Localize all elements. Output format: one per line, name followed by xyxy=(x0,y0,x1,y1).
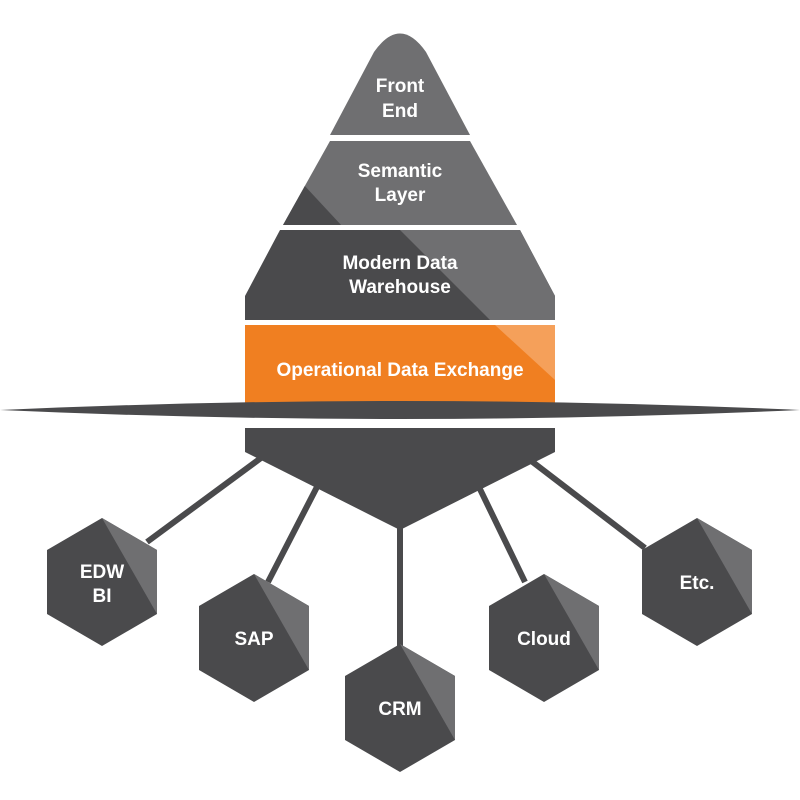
tier-modern-data-warehouse: Modern Data Warehouse xyxy=(245,230,555,320)
source-sap: SAP xyxy=(199,574,309,702)
tier-warehouse-line2: Warehouse xyxy=(349,277,451,298)
tier-ode-label: Operational Data Exchange xyxy=(276,360,523,381)
source-edw-bi: EDW BI xyxy=(47,518,157,646)
source-cloud-label: Cloud xyxy=(517,629,571,650)
connector-lines xyxy=(145,452,647,648)
tier-semantic-layer: Semantic Layer xyxy=(283,141,517,225)
tier-front-end-line1: Front xyxy=(376,76,425,97)
connector-etc xyxy=(528,457,647,551)
source-crm-label: CRM xyxy=(378,699,421,720)
source-etc-label: Etc. xyxy=(680,573,715,594)
horizon-line xyxy=(0,401,800,419)
source-crm: CRM xyxy=(345,644,455,772)
connector-cloud xyxy=(475,483,528,584)
source-cloud: Cloud xyxy=(489,574,599,702)
source-edw-bi-line1: EDW xyxy=(80,562,124,583)
tier-front-end-line2: End xyxy=(382,101,418,122)
tier-semantic-layer-line1: Semantic xyxy=(358,161,443,182)
tier-semantic-layer-line2: Layer xyxy=(375,185,426,206)
source-sap-label: SAP xyxy=(234,629,273,650)
tier-warehouse-line1: Modern Data xyxy=(342,253,458,274)
tier-front-end: Front End xyxy=(330,33,470,135)
source-edw-bi-line2: BI xyxy=(93,586,112,607)
connector-edw xyxy=(145,452,267,545)
connector-sap xyxy=(265,483,321,584)
source-etc: Etc. xyxy=(642,518,752,646)
funnel-hub xyxy=(245,428,555,530)
tier-operational-data-exchange: Operational Data Exchange xyxy=(245,325,555,407)
